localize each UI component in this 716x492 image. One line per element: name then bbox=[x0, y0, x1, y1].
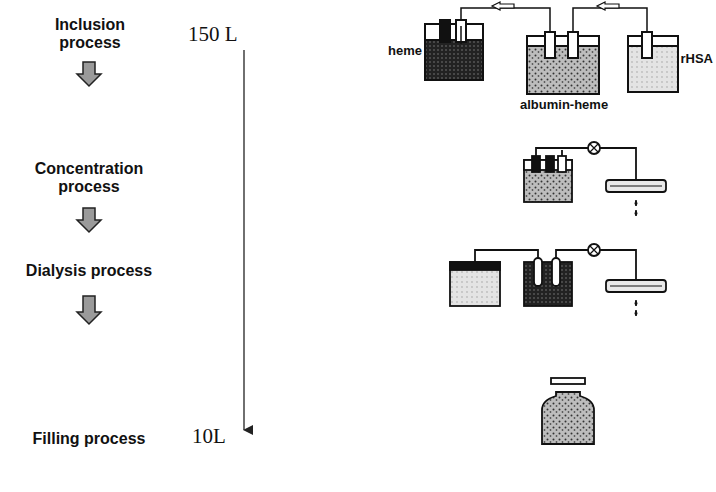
filling-bottle bbox=[542, 378, 594, 444]
step-label: Dialysis process bbox=[24, 262, 154, 280]
volume-label: 10L bbox=[192, 424, 226, 448]
albumin-heme-tank bbox=[527, 32, 599, 94]
flow-arrow bbox=[492, 2, 619, 10]
step-label: Inclusion process bbox=[40, 16, 140, 53]
heme-tank bbox=[425, 20, 483, 80]
tank-label: heme bbox=[388, 44, 422, 59]
feed-pipe bbox=[461, 8, 647, 32]
step-label: Concentration process bbox=[24, 160, 154, 197]
volume-label: 150 L bbox=[188, 22, 238, 46]
tank-label: rHSA bbox=[680, 52, 713, 67]
rhsa-tank bbox=[628, 32, 678, 92]
concentration-unit bbox=[524, 142, 666, 216]
step-label: Filling process bbox=[24, 430, 154, 448]
dialysis-unit bbox=[450, 244, 666, 316]
tank-label: albumin-heme bbox=[520, 98, 608, 113]
volume-line bbox=[243, 50, 244, 430]
